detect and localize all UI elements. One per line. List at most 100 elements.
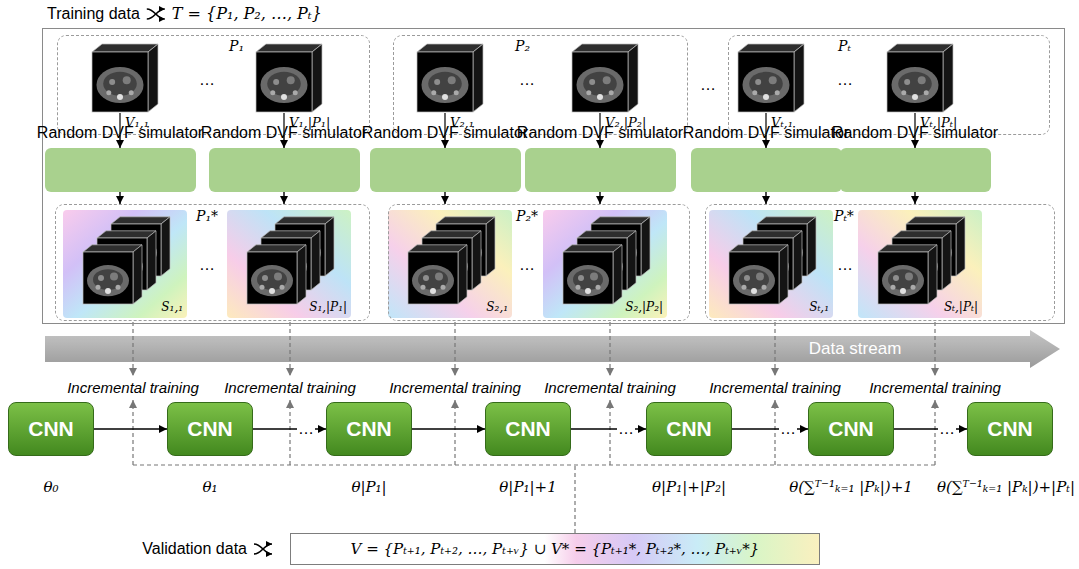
cnn-box: CNN <box>326 402 412 456</box>
parameter-label: θ(∑ᵀ⁻¹ₖ₌₁ |Pₖ|)+1 <box>789 478 913 496</box>
volume-front <box>887 52 943 112</box>
dvf-label: S₂,|P₂| <box>625 300 663 314</box>
ct-body <box>260 67 307 103</box>
ct-organ <box>273 79 279 85</box>
box-label: CNN <box>505 417 551 441</box>
ct-organ <box>442 94 448 100</box>
flow-arrow <box>412 428 485 429</box>
ct-volume <box>563 245 622 304</box>
dvf-label: S₂,₁ <box>486 300 508 314</box>
ct-organ <box>441 285 446 290</box>
volume-side <box>312 44 322 112</box>
ct-volume <box>256 44 322 112</box>
box-label: Random DVF simulator <box>362 123 528 143</box>
ellipsis: … <box>199 70 215 89</box>
volume-side <box>794 44 804 112</box>
volume-side <box>627 231 636 290</box>
shuffle-stroke <box>147 9 165 19</box>
volume-top <box>738 44 804 52</box>
ct-body <box>567 265 609 296</box>
volume-side <box>943 44 953 112</box>
volume-side <box>779 245 788 304</box>
ct-organ <box>904 79 910 85</box>
ct-organ <box>752 90 757 95</box>
volume-top <box>757 217 816 224</box>
ct-organ <box>891 285 896 290</box>
flow-arrow <box>599 192 600 204</box>
ct-abdomen <box>418 269 448 290</box>
validation-feed-line <box>454 400 455 465</box>
ct-organ <box>924 90 929 95</box>
dvf-simulator-box: Random DVF simulator <box>370 148 521 192</box>
group-label: Pₜ <box>838 37 851 55</box>
ct-organ <box>109 79 115 85</box>
ct-organ <box>280 285 285 290</box>
training-data-panel: P₁P₂PₜRandom DVF simulatorRandom DVF sim… <box>42 28 1065 324</box>
dvf-simulator-box: Random DVF simulator <box>691 148 842 192</box>
ct-organ <box>763 94 769 100</box>
volume-side <box>641 217 650 276</box>
ct-body <box>421 67 468 103</box>
volume-front <box>563 252 613 304</box>
ct-organ <box>116 285 121 290</box>
volume-side <box>613 245 622 304</box>
validation-riser-line <box>574 465 575 533</box>
ct-organ <box>893 275 899 281</box>
flow-arrow <box>914 192 915 204</box>
validation-title: Validation data <box>142 540 247 558</box>
ct-organ <box>900 288 906 294</box>
ct-organ <box>586 90 591 95</box>
volume-side <box>148 44 158 112</box>
flow-arrow <box>119 192 120 204</box>
ct-body <box>412 265 454 296</box>
parameter-label: θ₀ <box>43 478 58 496</box>
training-feed-line <box>289 322 290 376</box>
flow-arrow <box>253 428 326 429</box>
volume-side <box>807 217 816 276</box>
ct-organ <box>106 90 111 95</box>
ct-organ <box>96 285 101 290</box>
box-label: CNN <box>987 417 1033 441</box>
ellipsis: … <box>837 70 853 89</box>
volume-top <box>111 217 170 224</box>
volume-top <box>436 217 495 224</box>
dvf-label: S₁,₁ <box>161 300 183 314</box>
volume-side <box>473 44 483 112</box>
ct-organ <box>590 272 598 280</box>
ellipsis: … <box>519 255 535 274</box>
step-label: Incremental training <box>67 379 199 397</box>
volume-side <box>311 231 320 290</box>
ct-body <box>733 265 775 296</box>
step-label: Incremental training <box>709 379 841 397</box>
volume-side <box>325 217 334 276</box>
volume-label: V₂,₁ <box>450 115 474 131</box>
ct-organ <box>596 285 601 290</box>
dvf-field <box>858 210 982 318</box>
cnn-box: CNN <box>646 402 732 456</box>
ct-abdomen <box>257 269 287 290</box>
volume-illustrations <box>63 44 982 533</box>
volume-side <box>928 245 937 304</box>
ct-organ <box>751 288 757 294</box>
group-label: Pₜ* <box>834 207 854 225</box>
ellipsis: … <box>700 75 716 94</box>
ct-abdomen <box>898 72 932 96</box>
cnn-box: CNN <box>8 402 94 456</box>
training-feed-line <box>609 322 610 376</box>
ct-volume <box>738 44 804 112</box>
volume-label: V₂,|P₂| <box>605 115 646 131</box>
set-formula: T = {P₁, P₂, …, Pₜ} <box>172 4 322 24</box>
volume-label: V₁,|P₁| <box>289 115 330 131</box>
volume-side <box>133 245 142 304</box>
volume-front <box>247 252 297 304</box>
ct-organ <box>911 285 916 290</box>
volume-front <box>256 52 312 112</box>
training-feed-line <box>132 322 133 376</box>
data-stream-arrow <box>45 330 1060 368</box>
ct-organ <box>576 285 581 290</box>
ct-organ <box>609 90 614 95</box>
cnn-box: CNN <box>485 402 571 456</box>
ct-organ <box>423 275 429 281</box>
ct-organ <box>742 285 747 290</box>
ellipsis: … <box>837 255 853 274</box>
